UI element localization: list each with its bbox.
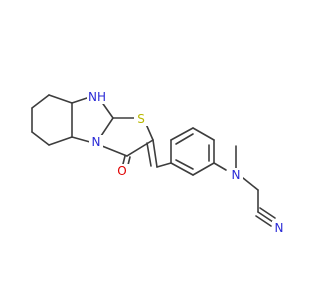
bond <box>175 159 194 170</box>
structure-diagram: NH N S O N N <box>31 90 286 235</box>
bond <box>213 162 227 171</box>
bond <box>170 127 194 141</box>
bond <box>257 211 274 223</box>
bond <box>145 123 154 141</box>
atom-nh-label: NH <box>88 90 106 104</box>
bond <box>259 207 276 219</box>
bond <box>100 117 114 137</box>
bond <box>127 156 131 166</box>
bond <box>170 162 194 176</box>
bond <box>192 127 215 141</box>
bond <box>48 136 73 146</box>
atom-layer: NH N S O N N <box>87 90 286 235</box>
bond <box>175 133 194 145</box>
bond <box>255 215 272 227</box>
bond-layer <box>31 94 276 227</box>
bond <box>126 139 154 157</box>
bond <box>146 142 152 167</box>
bond <box>152 139 158 168</box>
bond <box>242 177 259 191</box>
bond <box>31 94 50 109</box>
atom-n-amine-label: N <box>232 168 241 182</box>
bond <box>156 162 172 168</box>
bond <box>31 131 50 146</box>
bond <box>71 136 91 143</box>
atom-o-label: O <box>117 164 126 178</box>
bond <box>48 94 73 104</box>
atom-s-label: S <box>137 112 145 126</box>
bond <box>122 155 126 165</box>
bond <box>192 162 215 176</box>
atom-n-nitrile-label: N <box>275 221 284 235</box>
atom-n-ring-label: N <box>92 135 101 149</box>
bond <box>101 145 128 157</box>
